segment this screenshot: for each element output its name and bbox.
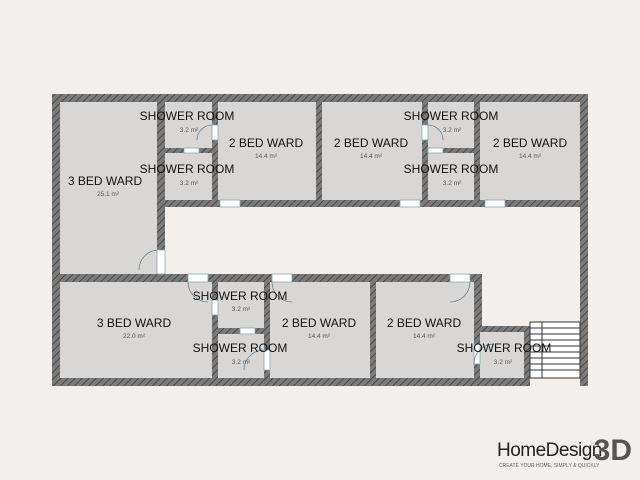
room-name-r8: 2 BED WARD <box>493 136 568 150</box>
room-area-r13: 14.4 m² <box>413 333 436 340</box>
room-name-r2: SHOWER ROOM <box>140 109 235 123</box>
room-name-r3: SHOWER ROOM <box>140 162 235 176</box>
room-area-r12: 14.4 m² <box>308 333 331 340</box>
room-area-r14: 3.2 m² <box>494 359 513 366</box>
room-name-r9: 3 BED WARD <box>97 316 172 330</box>
logo-tagline: CREATE YOUR HOME, SIMPLY & QUICKLY <box>499 463 600 469</box>
room-area-r2: 3.2 m² <box>180 127 199 134</box>
room-area-r10: 3.2 m² <box>232 306 251 313</box>
room-area-r9: 22.0 m² <box>123 333 146 340</box>
room-name-r12: 2 BED WARD <box>282 316 357 330</box>
room-name-r5: 2 BED WARD <box>334 136 409 150</box>
room-name-r7: SHOWER ROOM <box>404 162 499 176</box>
room-name-r6: SHOWER ROOM <box>404 109 499 123</box>
room-floors <box>60 102 580 378</box>
room-area-r3: 3.2 m² <box>180 180 199 187</box>
logo-3d-mark: 3D <box>593 434 632 467</box>
room-area-r6: 3.2 m² <box>443 127 462 134</box>
room-name-r1: 3 BED WARD <box>68 174 143 188</box>
room-name-r11: SHOWER ROOM <box>193 341 288 355</box>
room-area-r4: 14.4 m² <box>255 153 278 160</box>
room-name-r14: SHOWER ROOM <box>457 341 552 355</box>
staircase <box>529 321 581 379</box>
room-area-r8: 14.4 m² <box>519 153 542 160</box>
doors <box>138 124 506 371</box>
room-area-r11: 3.2 m² <box>232 359 251 366</box>
homedesign-logo: HomeDesign 3D CREATE YOUR HOME, SIMPLY &… <box>497 434 632 474</box>
logo-wordmark: HomeDesign <box>497 440 602 461</box>
room-area-r5: 14.4 m² <box>360 153 383 160</box>
room-name-r4: 2 BED WARD <box>229 136 304 150</box>
room-name-r13: 2 BED WARD <box>387 316 462 330</box>
room-labels: 3 BED WARD 25.1 m² SHOWER ROOM 3.2 m² SH… <box>68 109 568 366</box>
room-name-r10: SHOWER ROOM <box>193 289 288 303</box>
room-area-r1: 25.1 m² <box>97 191 120 198</box>
room-area-r7: 3.2 m² <box>443 180 462 187</box>
